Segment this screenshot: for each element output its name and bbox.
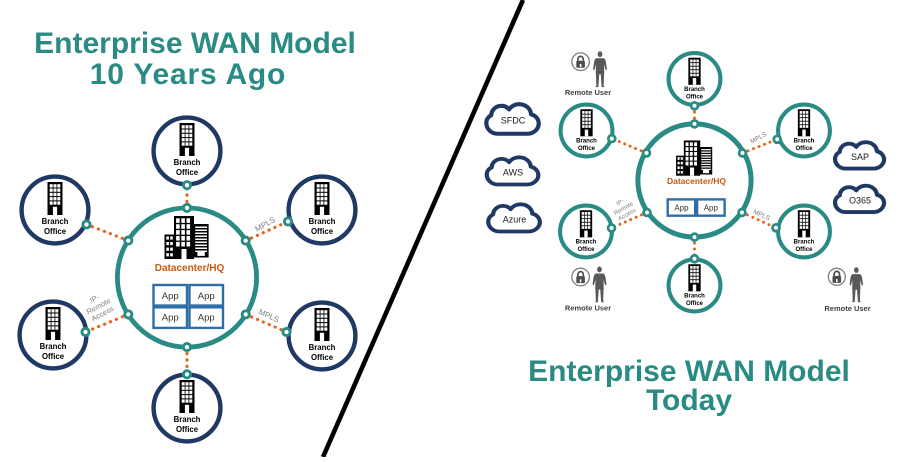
svg-text:Branch: Branch xyxy=(576,240,597,246)
svg-text:Office: Office xyxy=(176,425,199,434)
svg-text:Branch: Branch xyxy=(684,87,705,93)
svg-text:Datacenter/HQ: Datacenter/HQ xyxy=(667,176,726,186)
svg-text:Office: Office xyxy=(311,227,334,236)
svg-text:O365: O365 xyxy=(849,196,871,206)
svg-text:App: App xyxy=(198,291,215,302)
svg-text:Remote User: Remote User xyxy=(824,304,870,313)
svg-text:Office: Office xyxy=(795,146,813,152)
svg-text:SAP: SAP xyxy=(851,152,869,162)
svg-text:App: App xyxy=(162,313,179,324)
svg-text:10 Years Ago: 10 Years Ago xyxy=(90,58,286,91)
svg-text:IP-: IP- xyxy=(616,198,626,207)
svg-text:App: App xyxy=(162,291,179,302)
svg-text:Enterprise WAN Model: Enterprise WAN Model xyxy=(528,355,850,388)
svg-text:Branch: Branch xyxy=(794,240,815,246)
svg-text:Office: Office xyxy=(42,352,65,361)
svg-text:Remote User: Remote User xyxy=(565,304,611,313)
svg-text:Branch: Branch xyxy=(40,342,67,351)
svg-text:Branch: Branch xyxy=(174,158,201,167)
svg-text:AWS: AWS xyxy=(503,168,523,178)
svg-text:Branch: Branch xyxy=(309,217,336,226)
svg-text:Branch: Branch xyxy=(309,343,336,352)
svg-text:Today: Today xyxy=(646,384,732,417)
svg-text:Office: Office xyxy=(578,146,596,152)
svg-text:Office: Office xyxy=(311,353,334,362)
svg-text:Office: Office xyxy=(795,247,813,253)
svg-text:Branch: Branch xyxy=(684,294,705,300)
svg-text:Branch: Branch xyxy=(42,217,69,226)
svg-text:Office: Office xyxy=(176,168,199,177)
svg-text:Office: Office xyxy=(686,95,704,101)
svg-text:Office: Office xyxy=(686,301,704,307)
svg-text:Datacenter/HQ: Datacenter/HQ xyxy=(155,263,225,274)
svg-text:Remote User: Remote User xyxy=(565,88,611,97)
svg-text:Office: Office xyxy=(44,227,67,236)
svg-text:App: App xyxy=(674,203,689,212)
svg-text:Office: Office xyxy=(577,247,595,253)
svg-text:Azure: Azure xyxy=(503,215,527,225)
svg-text:App: App xyxy=(198,313,215,324)
svg-text:SFDC: SFDC xyxy=(501,116,526,126)
svg-text:Enterprise WAN Model: Enterprise WAN Model xyxy=(34,27,356,60)
svg-text:App: App xyxy=(704,203,719,212)
svg-text:Branch: Branch xyxy=(174,415,201,424)
svg-text:Branch: Branch xyxy=(794,139,815,145)
svg-text:IP-: IP- xyxy=(88,292,101,305)
svg-text:Branch: Branch xyxy=(576,139,597,145)
